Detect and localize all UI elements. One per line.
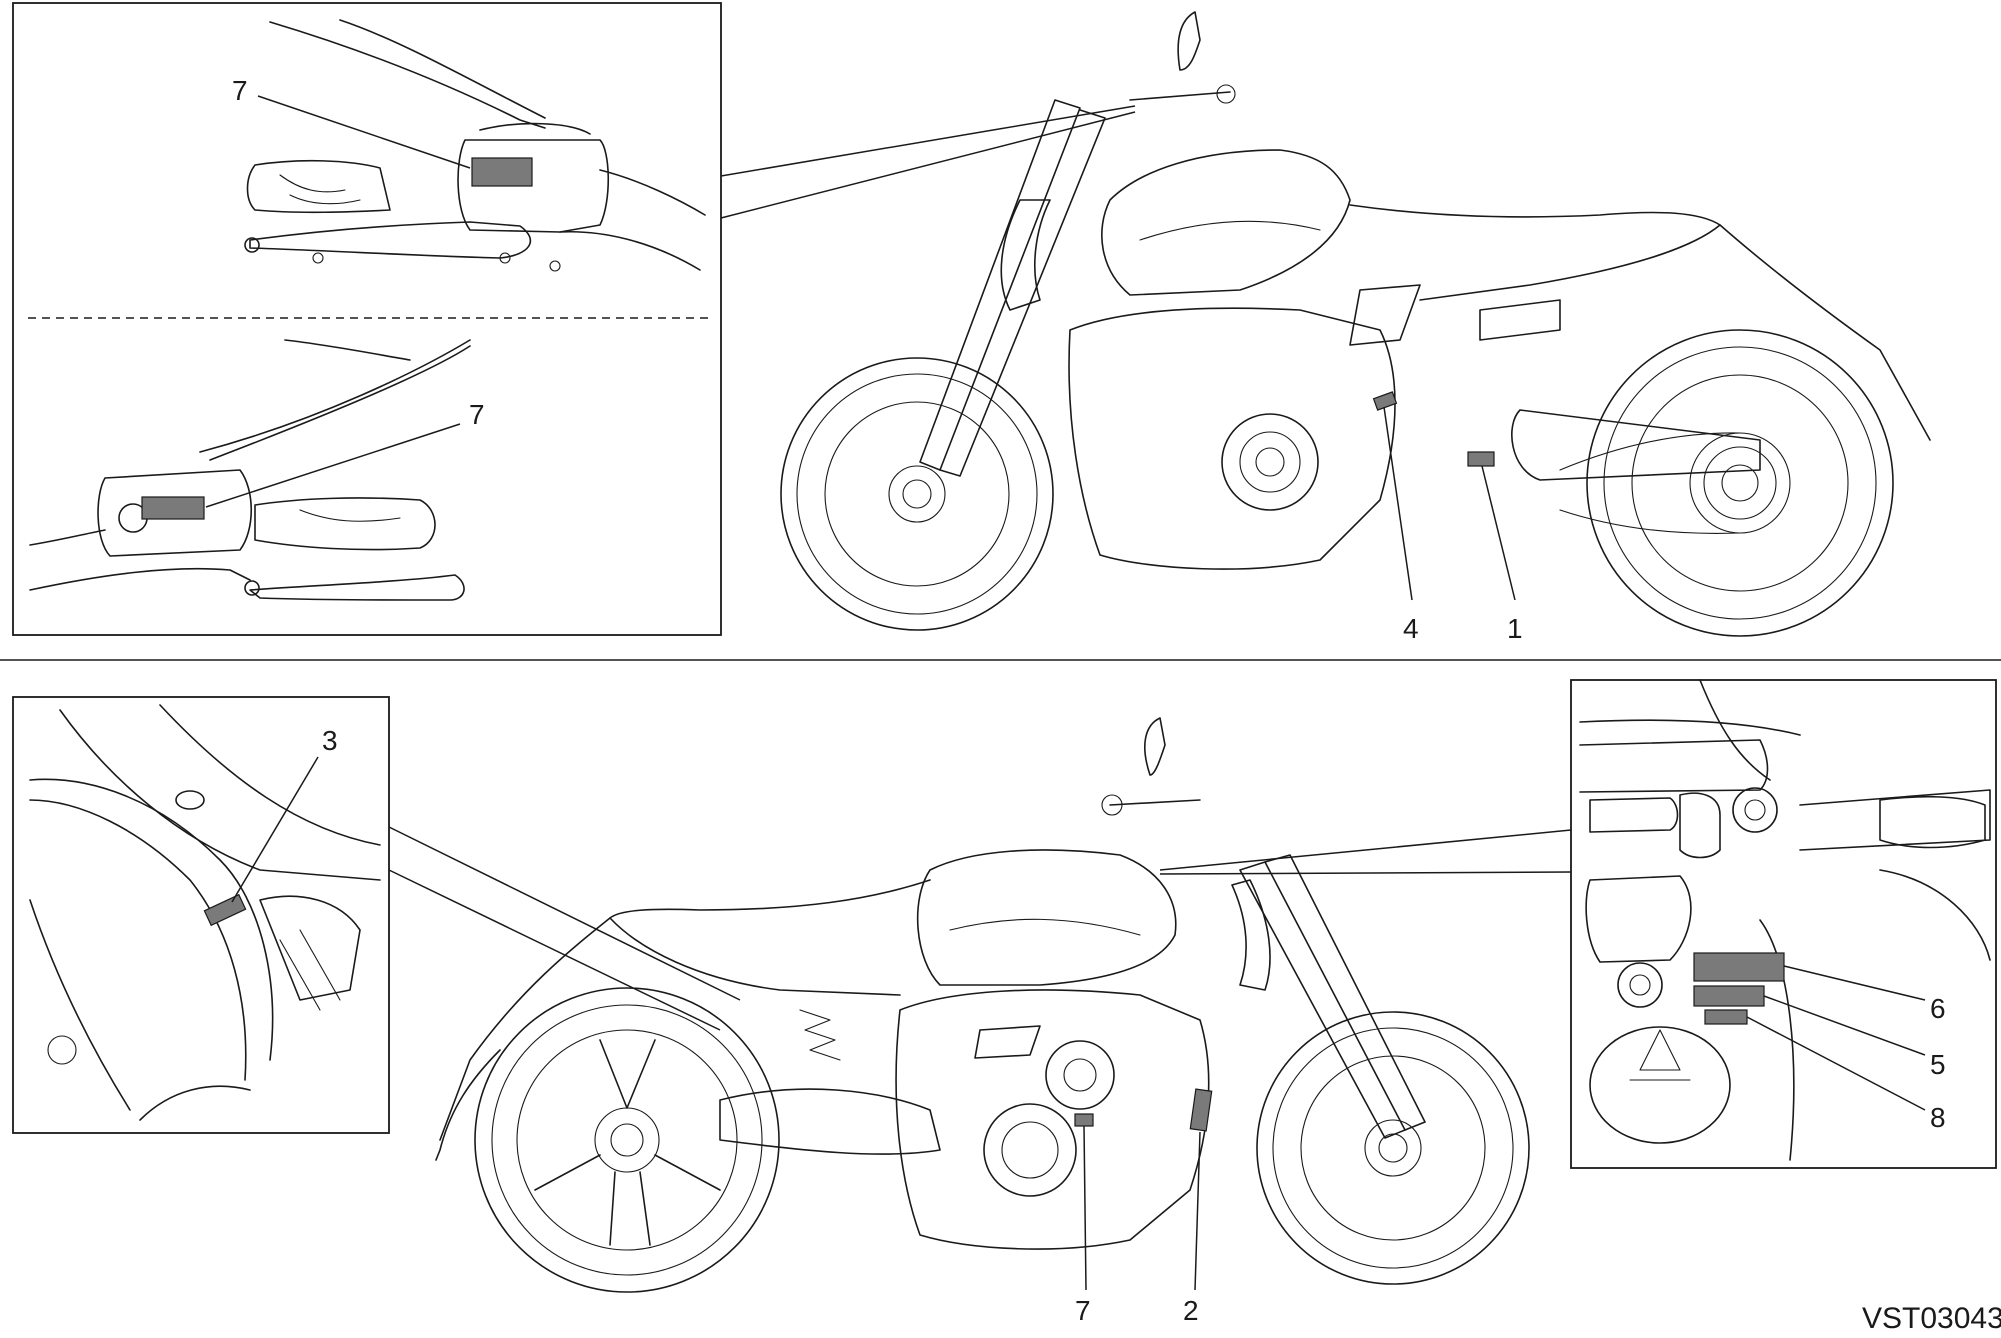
callout-2: 2 [1183, 1295, 1199, 1326]
label-7-upper [471, 157, 533, 187]
label-8 [1704, 1009, 1748, 1025]
callout-8: 8 [1930, 1102, 1946, 1133]
callout-1: 1 [1507, 613, 1523, 644]
callout-6: 6 [1930, 993, 1946, 1024]
clutch-master-cylinder-detail: 7 [29, 339, 485, 601]
top-section: 7 7 [12, 2, 1931, 644]
inset-box-steering-head [1570, 679, 1997, 1169]
motorcycle-left-side-view: 7 2 [435, 717, 1530, 1326]
motorcycle-right-side-view: 4 1 [780, 11, 1931, 644]
label-7-bike [1074, 1113, 1094, 1127]
label-4 [1372, 391, 1398, 411]
frame-area-detail: 3 [29, 704, 381, 1121]
reference-code: VST03043 [1862, 1302, 2001, 1335]
callout-3: 3 [322, 725, 338, 756]
label-2 [1189, 1088, 1213, 1132]
callout-7-upper: 7 [232, 75, 248, 106]
label-3 [203, 893, 247, 927]
steering-head-detail: 6 5 8 [1579, 679, 1991, 1161]
callout-7-lower: 7 [469, 399, 485, 430]
label-6 [1693, 952, 1785, 982]
callout-4: 4 [1403, 613, 1419, 644]
label-5 [1693, 985, 1765, 1007]
callout-7-bike: 7 [1075, 1295, 1091, 1326]
bottom-section: 3 [12, 679, 2001, 1335]
callout-5: 5 [1930, 1049, 1946, 1080]
brake-master-cylinder-detail: 7 [232, 19, 706, 272]
inset-box-frame-label [12, 696, 390, 1134]
inset-box-handlebar-controls [12, 2, 722, 636]
label-1 [1467, 451, 1495, 467]
label-7-lower [141, 496, 205, 520]
